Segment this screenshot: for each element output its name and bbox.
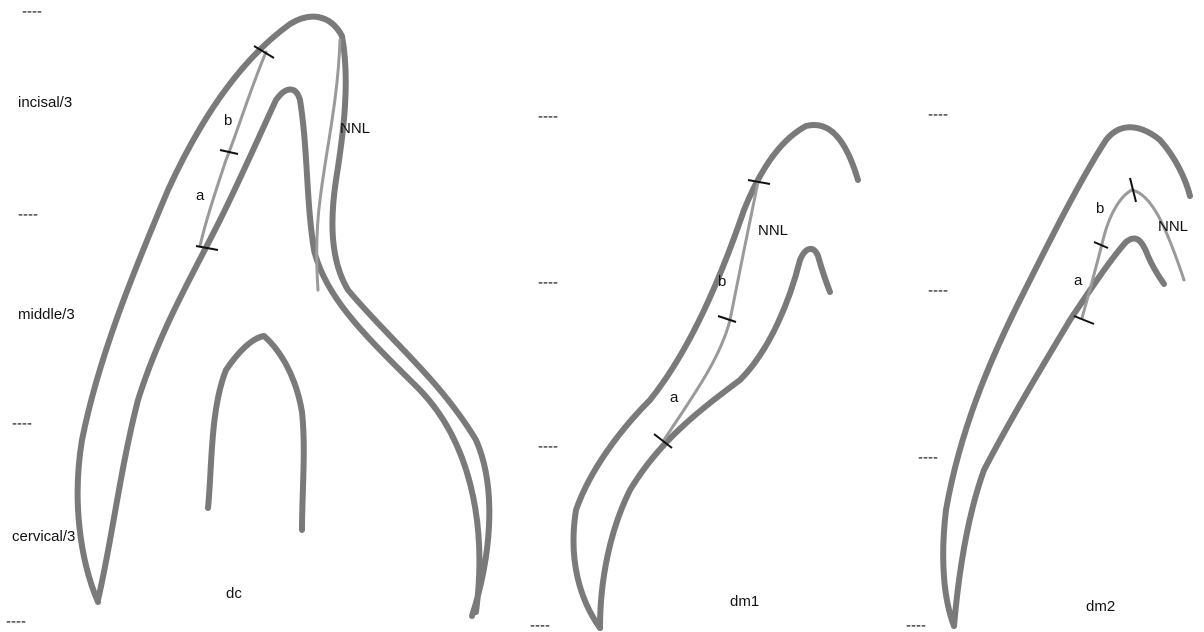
zone-label-middle: middle/3 <box>18 306 75 323</box>
tooth-dc-inner-outline <box>98 90 479 613</box>
dash-mark: ---- <box>538 274 558 291</box>
zone-label-incisal: incisal/3 <box>18 94 72 111</box>
tooth-dm1-label-b: b <box>718 273 726 290</box>
tooth-dm1-label-nnl: NNL <box>758 222 788 239</box>
zone-label-cervical: cervical/3 <box>12 528 75 545</box>
tooth-dc-label-nnl: NNL <box>340 120 370 137</box>
dash-mark: ---- <box>928 282 948 299</box>
dash-mark: ---- <box>530 617 550 632</box>
tooth-dm1-name: dm1 <box>730 593 759 610</box>
tooth-dm1-tick-mid <box>718 316 736 322</box>
tooth-dm2-tick-bottom <box>1074 316 1094 324</box>
tooth-dm2-label-a: a <box>1074 272 1083 289</box>
tooth-dm2-label-b: b <box>1096 200 1104 217</box>
tooth-dc-label-a: a <box>196 187 205 204</box>
dash-mark: ---- <box>538 438 558 455</box>
tooth-dm2: ---- ---- ---- ---- b NNL a dm2 <box>906 106 1190 632</box>
tooth-dm1-inner-outline <box>600 249 830 628</box>
tooth-dc: b a NNL dc <box>78 17 490 616</box>
tooth-dm2-inner-outline <box>954 238 1164 626</box>
tooth-dc-outer-outline <box>78 17 490 616</box>
tooth-dm1-label-a: a <box>670 389 679 406</box>
dash-mark: ---- <box>6 613 26 630</box>
tooth-dc-name: dc <box>226 585 242 602</box>
tooth-dm2-name: dm2 <box>1086 598 1115 615</box>
tooth-dm2-label-nnl: NNL <box>1158 218 1188 235</box>
dash-mark: ---- <box>918 449 938 466</box>
dash-mark: ---- <box>12 415 32 432</box>
tooth-dm2-outer-outline <box>943 127 1190 626</box>
tooth-dm1: ---- ---- ---- ---- NNL b a dm1 <box>530 108 858 632</box>
tooth-dc-label-b: b <box>224 112 232 129</box>
dash-mark: ---- <box>22 3 42 20</box>
dash-mark: ---- <box>18 206 38 223</box>
dash-mark: ---- <box>928 106 948 123</box>
dash-mark: ---- <box>538 108 558 125</box>
dash-mark: ---- <box>906 617 926 632</box>
tooth-dm1-outer-outline <box>573 125 858 628</box>
tooth-dc-pulp-outline <box>208 336 304 530</box>
